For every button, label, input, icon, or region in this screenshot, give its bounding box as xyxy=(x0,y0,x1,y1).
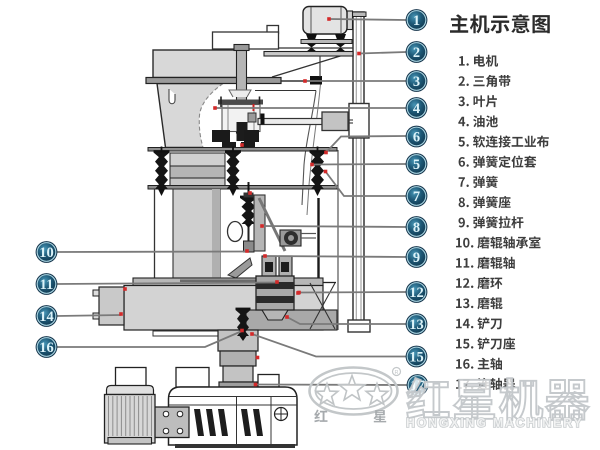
svg-text:2: 2 xyxy=(413,45,420,61)
svg-text:5: 5 xyxy=(413,157,420,173)
svg-text:14: 14 xyxy=(39,309,54,325)
svg-text:12: 12 xyxy=(409,285,424,301)
svg-text:7: 7 xyxy=(413,189,420,205)
svg-text:R: R xyxy=(395,370,399,376)
svg-text:13: 13 xyxy=(409,317,424,333)
svg-text:6: 6 xyxy=(413,130,420,146)
svg-text:16: 16 xyxy=(39,340,54,356)
svg-text:9: 9 xyxy=(413,250,420,266)
svg-text:10: 10 xyxy=(39,245,54,261)
svg-text:11: 11 xyxy=(40,277,54,293)
svg-text:15: 15 xyxy=(409,350,424,366)
svg-text:HONGXING MACHINERY: HONGXING MACHINERY xyxy=(406,416,583,430)
svg-text:1: 1 xyxy=(413,13,420,29)
svg-text:8: 8 xyxy=(413,220,420,236)
svg-text:3: 3 xyxy=(413,74,420,90)
svg-text:4: 4 xyxy=(413,101,420,117)
